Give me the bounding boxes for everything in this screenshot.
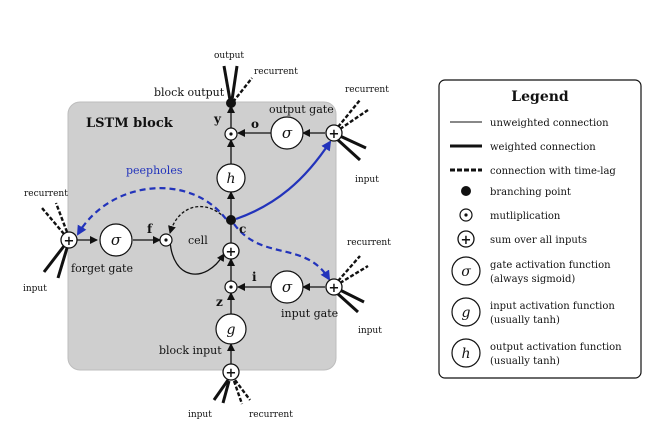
cell-label: cell	[188, 234, 208, 247]
fg-recurrent-arrow-1	[41, 207, 65, 235]
ig-input-label: input	[358, 326, 382, 336]
svg-text:σ: σ	[282, 124, 293, 142]
bottom-input-arrow-1	[212, 379, 230, 401]
legend-sigma-icon: σ	[451, 256, 481, 286]
bottom-recurrent-arrow-2	[232, 380, 244, 405]
forget-gate-sigma-node: σ	[99, 223, 133, 257]
legend-h-icon: h	[451, 338, 481, 368]
cell-sum-node: +	[222, 242, 240, 260]
input-gate-sum-node: +	[325, 278, 343, 296]
block-output-branch-point	[226, 98, 236, 108]
input-gate-sigma-node: σ	[270, 270, 304, 304]
legend-label-1: unweighted connection	[490, 118, 609, 129]
conn-cell-loop	[169, 239, 225, 275]
fg-input-label: input	[23, 284, 47, 294]
peephole-input	[233, 223, 331, 281]
block-input-label: block input	[159, 344, 222, 357]
legend-label-5: mutliplication	[490, 211, 561, 222]
bottom-input-label: input	[188, 410, 212, 420]
ig-recurrent-arrow-2	[339, 264, 369, 285]
svg-text:g: g	[462, 305, 471, 321]
legend-branching-dot-icon	[461, 186, 471, 196]
cell-branch-point	[226, 215, 236, 225]
output-gate-sigma-node: σ	[270, 116, 304, 150]
fg-recurrent-label: recurrent	[24, 189, 68, 199]
og-input-arrow-2	[339, 134, 367, 150]
top-output-label: output	[214, 51, 244, 61]
ig-recurrent-label: recurrent	[347, 238, 391, 248]
legend-label-4: branching point	[490, 187, 571, 198]
top-output-arrow-2	[230, 65, 239, 101]
ig-input-arrow-1	[336, 292, 360, 314]
svg-text:h: h	[226, 171, 235, 187]
svg-text:+: +	[226, 245, 237, 260]
forget-gate-label: forget gate	[71, 262, 133, 275]
ig-recurrent-arrow-1	[337, 255, 361, 282]
legend-multiplication-icon	[459, 208, 473, 222]
block-output-label: block output	[154, 86, 225, 99]
peephole-output	[235, 140, 332, 221]
legend-label-6: sum over all inputs	[490, 235, 587, 246]
svg-text:+: +	[64, 234, 75, 249]
svg-text:+: +	[329, 281, 340, 296]
ig-input-arrow-2	[339, 288, 365, 304]
svg-text:h: h	[461, 346, 470, 362]
bottom-recurrent-label: recurrent	[249, 410, 293, 420]
input-gate-label: input gate	[281, 307, 338, 320]
og-input-label: input	[355, 175, 379, 185]
svg-text:σ: σ	[111, 231, 122, 249]
legend-label-7: gate activation function	[490, 260, 611, 271]
bottom-input-arrow-2	[221, 380, 231, 404]
output-mult-node	[224, 127, 238, 141]
legend: Legend unweighted connection weighted co…	[438, 79, 642, 379]
output-gate-sum-node: +	[325, 124, 343, 142]
var-c-label: c	[239, 222, 246, 236]
forget-gate-sum-node: +	[60, 231, 78, 249]
conn-cell-self-dashed	[168, 205, 226, 234]
legend-box	[438, 79, 642, 379]
legend-label-2: weighted connection	[490, 142, 596, 153]
top-recurrent-arrow	[232, 77, 253, 103]
svg-text:g: g	[227, 322, 236, 338]
var-i-label: i	[252, 270, 257, 284]
legend-g-icon: g	[451, 297, 481, 327]
og-recurrent-label: recurrent	[345, 85, 389, 95]
legend-label-7b: (always sigmoid)	[490, 274, 575, 285]
legend-label-8: input activation function	[490, 301, 615, 312]
var-z-label: z	[216, 295, 223, 309]
var-y-label: y	[213, 112, 222, 126]
input-activation-g-node: g	[215, 313, 247, 345]
output-activation-h-node: h	[216, 163, 246, 193]
svg-text:σ: σ	[282, 278, 293, 296]
peephole-forget	[76, 187, 227, 236]
var-f-label: f	[147, 222, 153, 236]
fg-input-arrow-2	[56, 247, 69, 279]
fg-input-arrow-1	[42, 245, 66, 273]
legend-title: Legend	[511, 89, 569, 105]
svg-text:+: +	[226, 366, 237, 381]
bottom-recurrent-arrow-1	[234, 379, 251, 401]
output-gate-label: output gate	[269, 103, 334, 116]
legend-label-9: output activation function	[490, 342, 622, 353]
block-title: LSTM block	[86, 116, 174, 131]
legend-sum-icon: +	[457, 230, 475, 248]
top-output-arrow-1	[222, 65, 232, 101]
svg-text:+: +	[461, 233, 472, 248]
svg-text:σ: σ	[461, 264, 471, 280]
og-recurrent-arrow-1	[337, 99, 361, 128]
var-o-label: o	[251, 117, 259, 131]
og-input-arrow-1	[336, 138, 362, 162]
svg-text:+: +	[329, 127, 340, 142]
legend-label-9b: (usually tanh)	[490, 356, 560, 367]
fg-recurrent-arrow-2	[54, 202, 69, 233]
legend-label-8b: (usually tanh)	[490, 315, 560, 326]
block-input-sum-node: +	[222, 363, 240, 381]
forget-mult-node	[159, 233, 173, 247]
legend-label-3: connection with time-lag	[490, 166, 616, 177]
peepholes-label: peepholes	[126, 164, 183, 177]
input-mult-node	[224, 280, 238, 294]
top-recurrent-label: recurrent	[254, 67, 298, 77]
